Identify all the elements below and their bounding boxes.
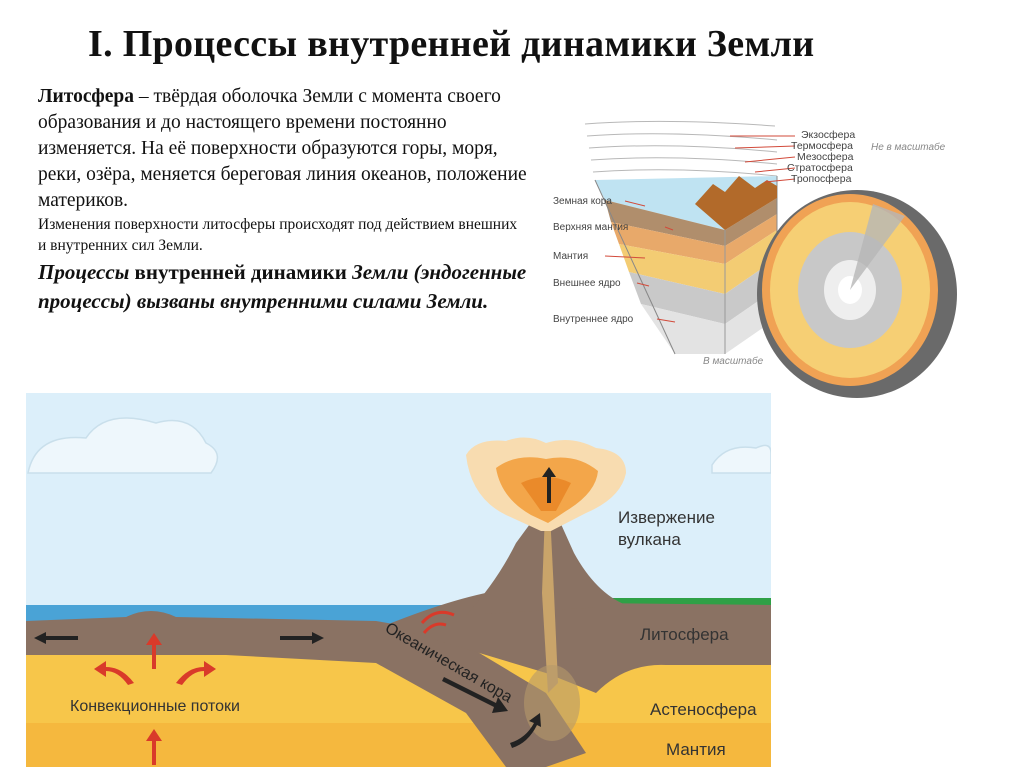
forces-paragraph: Изменения поверхности литосферы происход… — [38, 216, 518, 254]
lithosphere-description: – твёрдая оболочка Земли с момента своег… — [38, 86, 527, 211]
lithosphere-term: Литосфера — [38, 86, 134, 107]
mountain-icon — [695, 176, 777, 230]
label-eruption-1: Извержение — [618, 508, 715, 527]
label-mesosphere: Мезосфера — [797, 151, 854, 163]
label-inner-core: Внутреннее ядро — [553, 314, 634, 325]
signal-waves-icon — [420, 610, 455, 634]
slide-title: I. Процессы внутренней динамики Земли — [88, 23, 815, 65]
label-mantle: Мантия — [553, 251, 588, 262]
magma-conduit — [542, 513, 558, 693]
label-lithosphere: Литосфера — [640, 625, 729, 644]
layer-labels: Земная кора Верхняя мантия Мантия Внешне… — [553, 196, 634, 325]
label-mantle: Мантия — [666, 740, 726, 759]
up-arrow-icon — [146, 729, 162, 765]
curved-arrow-right-icon — [176, 661, 216, 685]
text-block: Литосфера – твёрдая оболочка Земли с мом… — [38, 84, 528, 316]
label-thermosphere: Термосфера — [791, 140, 853, 152]
atmosphere-labels: Экзосфера Термосфера Мезосфера Стратосфе… — [787, 129, 946, 185]
oceanic-lithosphere — [26, 611, 586, 767]
label-outer-core: Внешнее ядро — [553, 278, 621, 289]
up-arrow-icon — [146, 633, 162, 669]
atmosphere-leader-lines — [730, 135, 796, 183]
endogenous-part2: внутренней динамики — [129, 260, 353, 284]
label-troposphere: Тропосфера — [791, 173, 852, 185]
continental-lithosphere — [386, 588, 771, 693]
clouds — [27, 417, 771, 474]
label-upper-mantle: Верхняя мантия — [553, 222, 628, 233]
eruption-arrow-icon — [542, 467, 556, 503]
curved-arrow-icon — [510, 713, 541, 748]
to-scale-note: В масштабе — [703, 355, 764, 367]
label-asthenosphere: Астеносфера — [650, 700, 757, 719]
spreading-arrows — [34, 632, 324, 644]
label-stratosphere: Стратосфера — [787, 162, 853, 174]
convection-arrows — [94, 633, 216, 765]
cloud-icon — [27, 417, 219, 474]
label-eruption-2: вулкана — [618, 530, 681, 549]
label-crust: Земная кора — [553, 196, 612, 207]
left-arrow-icon — [34, 632, 78, 644]
label-convection: Конвекционные потоки — [70, 698, 240, 715]
tectonic-diagram: Извержение вулкана Литосфера Конвекционн… — [26, 393, 771, 767]
lithosphere-paragraph: Литосфера – твёрдая оболочка Земли с мом… — [38, 84, 528, 214]
endogenous-part1: Процессы — [38, 260, 130, 284]
label-exosphere: Экзосфера — [801, 129, 855, 141]
not-to-scale-note: Не в масштабе — [871, 141, 946, 153]
earth-structure-diagram: Экзосфера Термосфера Мезосфера Стратосфе… — [553, 120, 957, 398]
mantle — [26, 723, 771, 767]
subduction-arrow-icon — [442, 677, 508, 713]
right-arrow-icon — [280, 632, 324, 644]
earth-sphere — [757, 190, 957, 398]
atmosphere-arcs — [584, 120, 778, 177]
curved-arrow-left-icon — [94, 661, 134, 685]
layer-leader-lines — [604, 200, 676, 323]
eruption-plume — [466, 437, 626, 531]
earth-wedge — [594, 176, 778, 355]
endogenous-part3: Земли (эндогенные процессы) вызваны внут… — [38, 260, 527, 313]
endogenous-paragraph: Процессы внутренней динамики Земли (эндо… — [38, 258, 528, 316]
